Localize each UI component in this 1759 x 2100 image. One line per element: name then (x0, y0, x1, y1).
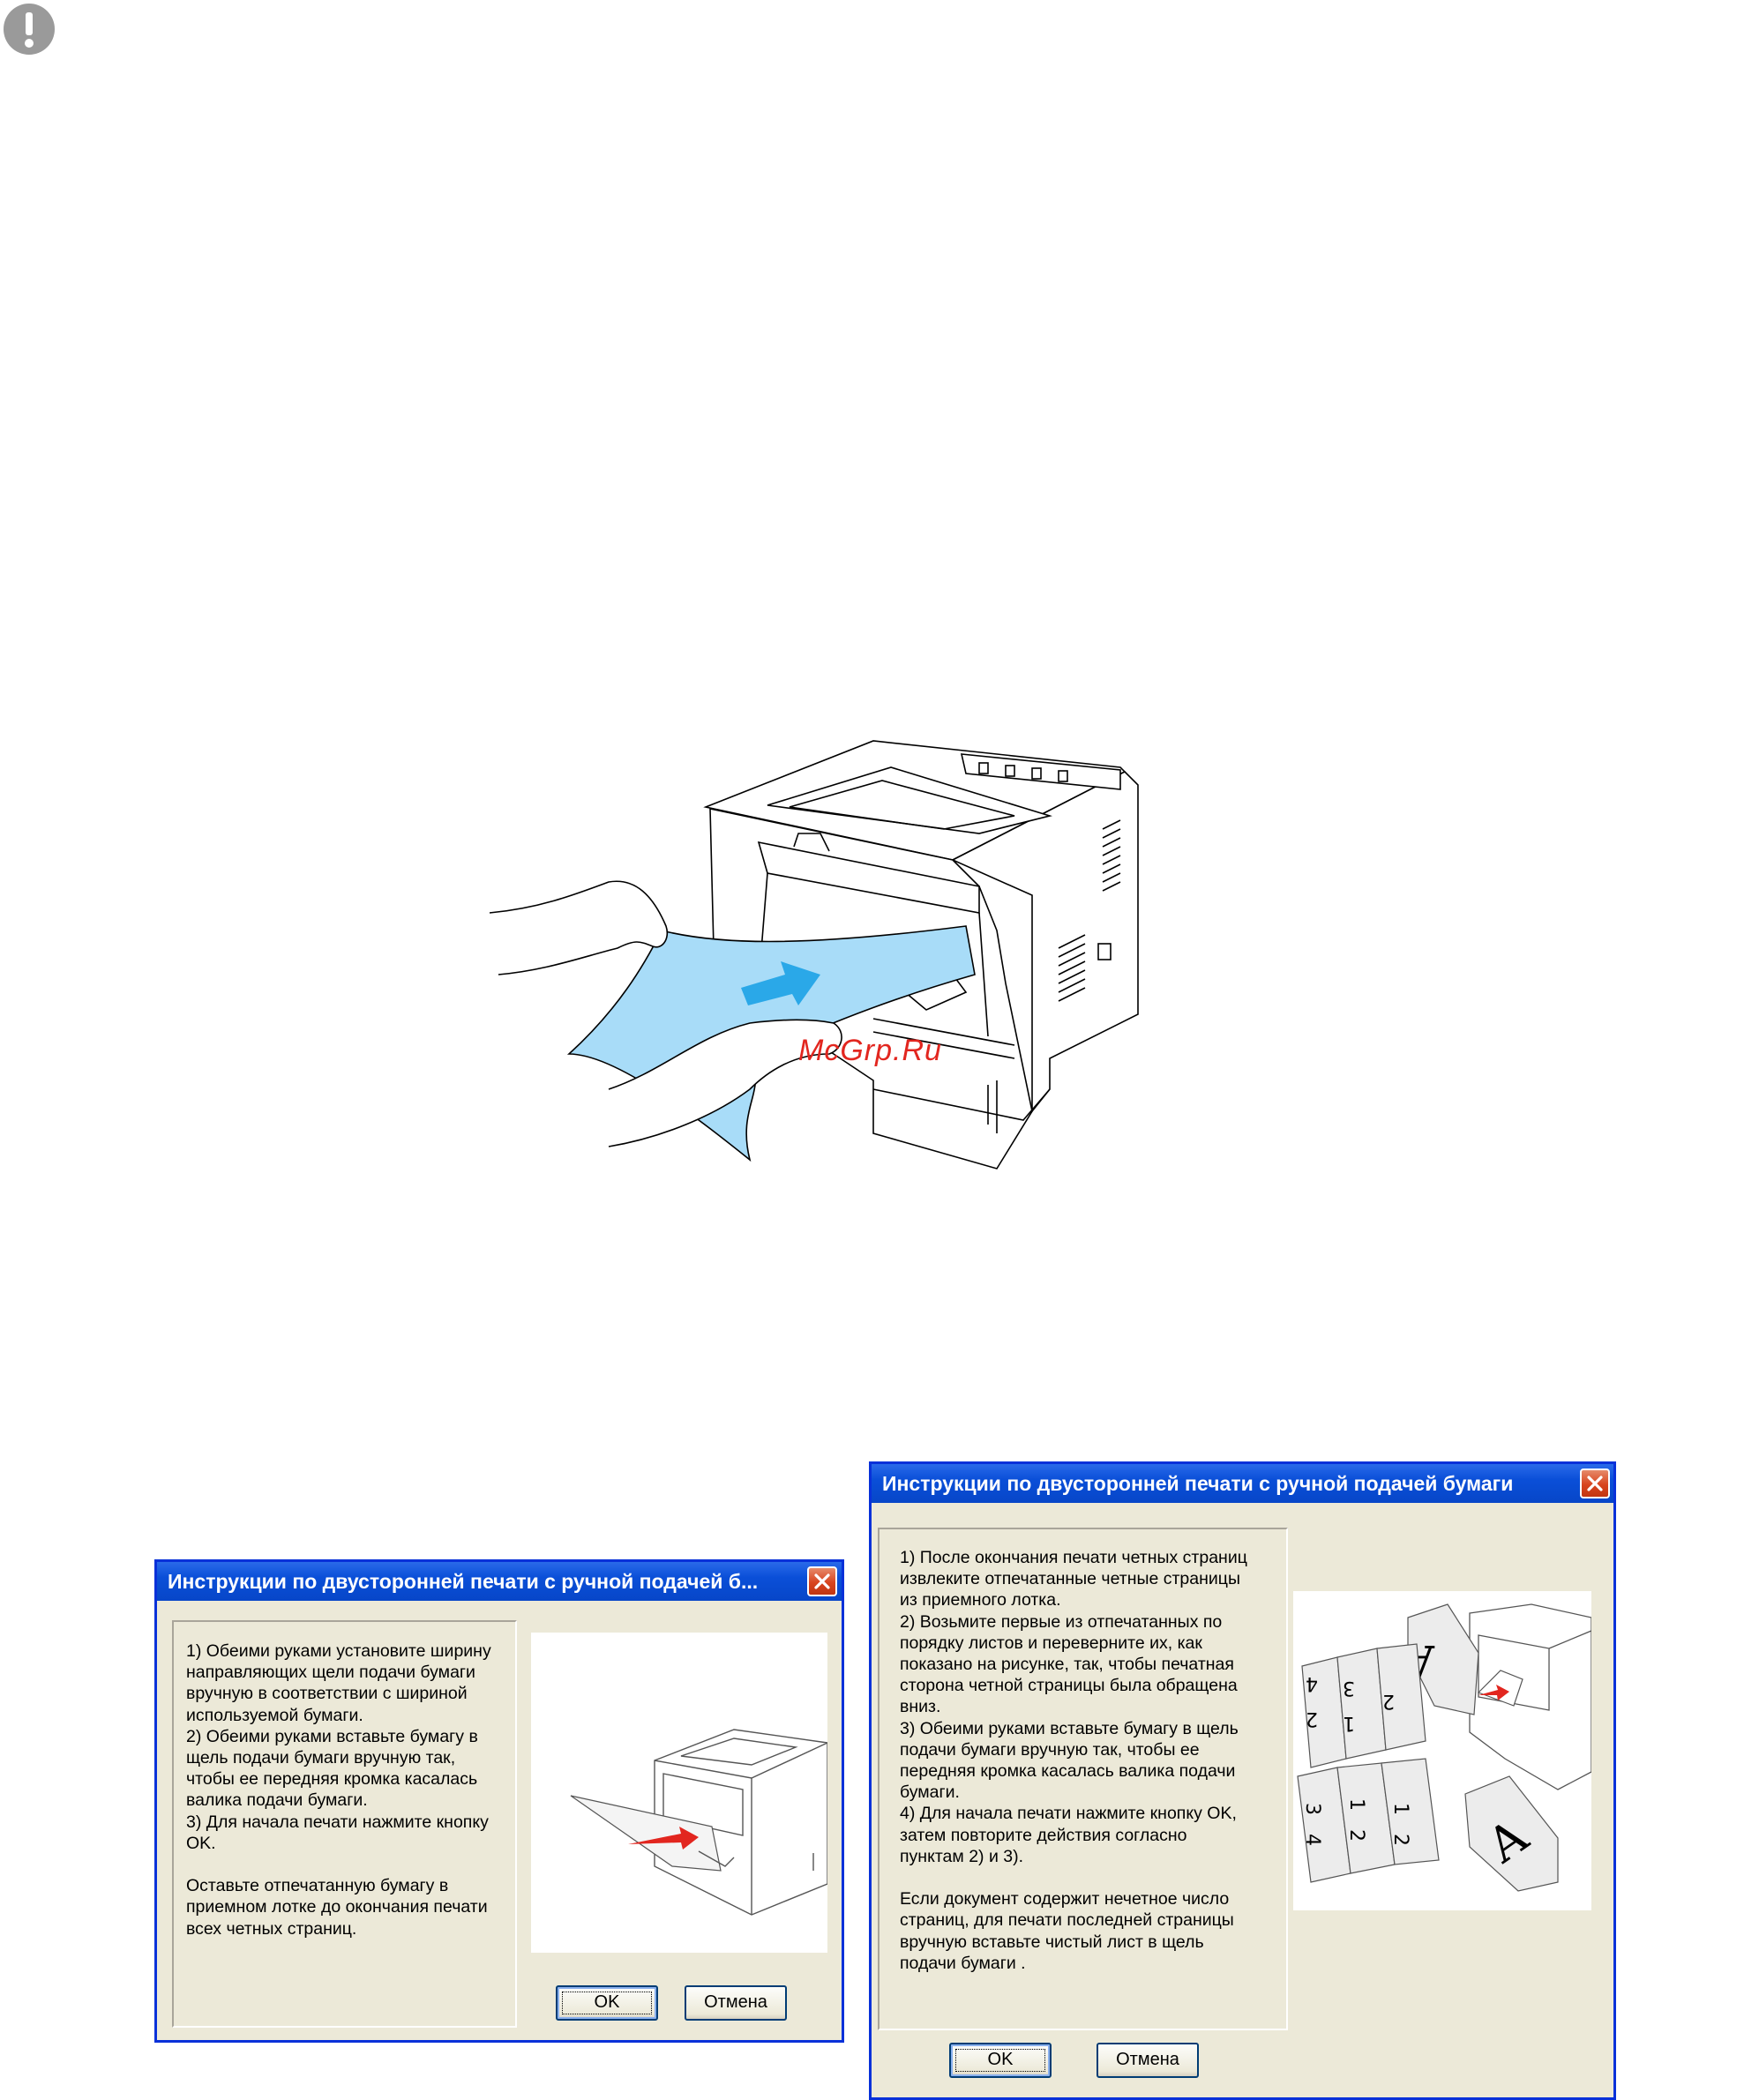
page-number: 2 (1382, 1690, 1395, 1712)
instructions-text: 1) После окончания печати четных страниц… (900, 1548, 1247, 1973)
page-number: 4 (1301, 1834, 1323, 1846)
page-number: 1 (1343, 1712, 1355, 1734)
cancel-button[interactable]: Отмена (1097, 2043, 1199, 2078)
dialog-title: Инструкции по двусторонней печати с ручн… (882, 1472, 1514, 1495)
ok-label: OK (987, 2050, 1014, 2069)
cancel-label: Отмена (704, 1992, 767, 2012)
close-x-icon (814, 1573, 830, 1589)
duplex-instructions-dialog-2: Инструкции по двусторонней печати с ручн… (869, 1461, 1616, 2100)
cancel-label: Отмена (1116, 2050, 1179, 2069)
ok-label: OK (594, 1992, 620, 2012)
page-number: 2 (1389, 1834, 1411, 1846)
close-button[interactable] (1580, 1469, 1610, 1498)
instructions-text: 1) Обеими руками установите ширину напра… (186, 1641, 491, 1939)
printer-manual-feed-illustration (489, 740, 1139, 1170)
page-number: 1 (1389, 1803, 1411, 1815)
close-x-icon (1587, 1476, 1603, 1491)
manual-feed-image (531, 1633, 828, 1953)
arrow-icon (1478, 1685, 1509, 1700)
dialog-title: Инструкции по двусторонней печати с ручн… (168, 1570, 759, 1593)
focus-rect (955, 2049, 1045, 2072)
page-number: 3 (1301, 1803, 1323, 1815)
page-flip-image: A 4 3 2 1 2 3 4 1 2 1 2 A (1293, 1591, 1592, 1910)
cancel-button[interactable]: Отмена (685, 1985, 787, 2021)
ok-button[interactable]: OK (556, 1985, 658, 2021)
focus-rect (562, 1992, 652, 2014)
title-bar: Инструкции по двусторонней печати с ручн… (872, 1464, 1613, 1503)
page-number: 1 (1345, 1798, 1367, 1811)
ok-button[interactable]: OK (949, 2043, 1052, 2078)
watermark-text: McGrp.Ru (798, 1034, 942, 1067)
title-bar: Инструкции по двусторонней печати с ручн… (157, 1562, 842, 1601)
page-number: 2 (1345, 1829, 1367, 1842)
hands (489, 880, 842, 1147)
page-number: 2 (1306, 1708, 1318, 1730)
insert-arrow-icon (741, 961, 820, 1005)
instructions-panel (878, 1528, 1288, 2030)
page-number: 4 (1306, 1672, 1318, 1694)
close-button[interactable] (807, 1566, 837, 1596)
arrow-icon (628, 1827, 699, 1850)
exclamation-circle-icon (4, 4, 55, 55)
page-number: 3 (1343, 1677, 1355, 1699)
duplex-instructions-dialog-1: Инструкции по двусторонней печати с ручн… (154, 1559, 844, 2043)
instructions-panel (172, 1620, 517, 2028)
